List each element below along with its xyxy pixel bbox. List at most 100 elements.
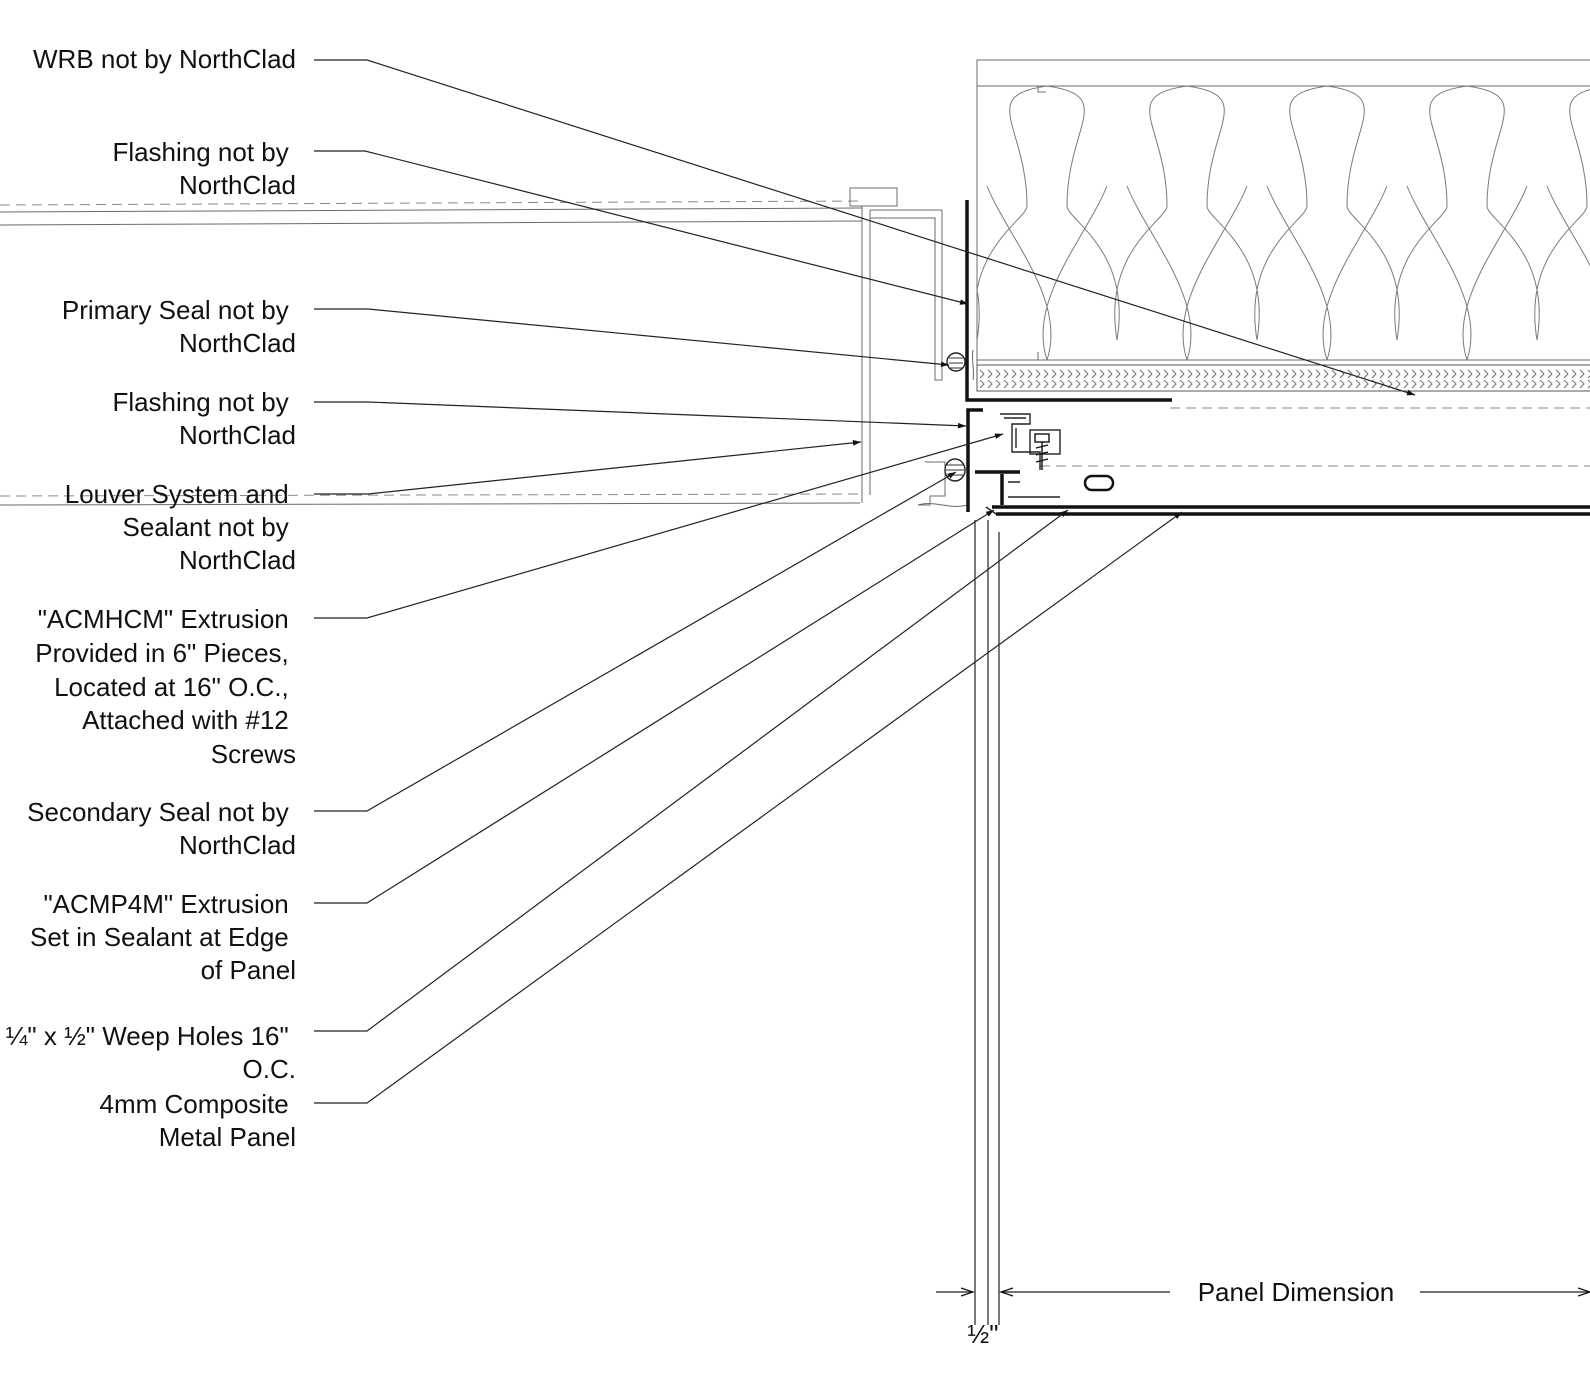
board-hatch-mark <box>1363 369 1369 389</box>
board-hatch-mark <box>1219 369 1225 389</box>
board-hatch-mark <box>1283 369 1289 389</box>
board-hatch-mark <box>1403 369 1409 389</box>
board-hatch-mark <box>1075 369 1081 389</box>
screw-icon <box>1034 433 1050 470</box>
board-hatch-mark <box>1483 369 1489 389</box>
sealants <box>944 349 975 482</box>
board-hatch-mark <box>1067 369 1073 389</box>
wrb-sealant-edge <box>971 349 975 381</box>
rigid-board <box>976 364 1590 392</box>
board-hatch-mark <box>1563 369 1569 389</box>
leader-flashing-top <box>314 150 969 305</box>
batt-lower-lobe <box>1462 185 1590 360</box>
board-hatch-mark <box>1203 369 1209 389</box>
leader-weep <box>314 509 1069 1032</box>
leader-panel <box>314 511 1183 1104</box>
leader-secondary-seal <box>314 471 957 812</box>
leader-primary-seal <box>314 308 950 368</box>
board-hatch-mark <box>1323 369 1329 389</box>
batt-lower-lobe <box>1182 185 1332 360</box>
board-hatch-mark <box>1307 369 1313 389</box>
acmhcm-extrusion-inner <box>1004 417 1026 448</box>
board-hatch-mark <box>1587 369 1590 389</box>
leader-flashing-mid <box>314 401 967 429</box>
label-panel: 4mm Composite Metal Panel <box>99 1089 296 1152</box>
board-hatch-mark <box>1099 369 1105 389</box>
board-hatch-mark <box>1115 369 1121 389</box>
board-hatch-mark <box>1579 369 1585 389</box>
board-hatch-mark <box>1315 369 1321 389</box>
insulation-assembly <box>976 59 1590 467</box>
louver-line-1 <box>0 207 863 213</box>
board-hatch-mark <box>1443 369 1449 389</box>
weep-hole <box>1083 474 1115 492</box>
board-hatch-mark <box>1171 369 1177 389</box>
leader-wrb <box>314 59 1416 396</box>
board-hatch-mark <box>1299 369 1305 389</box>
extrusions <box>975 413 1590 516</box>
label-weep: ¼" x ½" Weep Holes 16" O.C. <box>6 1021 296 1084</box>
louver-dashed-top <box>0 200 863 206</box>
board-hatch-mark <box>1395 369 1401 389</box>
batt-upper-lobe <box>1254 86 1400 341</box>
board-hatch-mark <box>1555 369 1561 389</box>
primary-seal-hatch <box>949 357 963 369</box>
frame-sill <box>918 461 946 506</box>
frame-head <box>870 209 943 381</box>
board-hatch-mark <box>1435 369 1441 389</box>
board-hatch-mark <box>1267 369 1273 389</box>
board-hatch-mark <box>1011 369 1017 389</box>
board-hatch-mark <box>1347 369 1353 389</box>
board-hatch-mark <box>1275 369 1281 389</box>
batt-upper-lobe <box>1394 86 1540 341</box>
batt-upper-lobe <box>1114 86 1260 341</box>
board-hatch-mark <box>1523 369 1529 389</box>
board-hatch-mark <box>1195 369 1201 389</box>
board-hatch-mark <box>1451 369 1457 389</box>
batt-upper-lobe <box>1534 89 1590 341</box>
board-hatch-mark <box>1291 369 1297 389</box>
lower-flashing <box>966 408 983 512</box>
board-hatch-mark <box>1379 369 1385 389</box>
board-hatch-mark <box>1051 369 1057 389</box>
label-wrb: WRB not by NorthClad <box>33 44 296 74</box>
label-secondary-seal: Secondary Seal not by NorthClad <box>27 797 296 860</box>
board-hatch-mark <box>1059 369 1065 389</box>
batt-upper-lobe <box>977 86 1120 341</box>
board-hatch-mark <box>979 369 985 389</box>
board-hatch-mark <box>987 369 993 389</box>
board-hatch-mark <box>1003 369 1009 389</box>
batt-lower-lobe <box>1042 185 1192 360</box>
board-hatch-mark <box>1507 369 1513 389</box>
flashing <box>965 200 1172 512</box>
upper-flashing <box>965 200 1172 402</box>
board-hatch-mark <box>1251 369 1257 389</box>
board-hatch-mark <box>1499 369 1505 389</box>
label-gap-dimension: ½" <box>968 1319 999 1349</box>
acmp4m-flanges <box>1008 481 1060 498</box>
louver-frame <box>0 187 969 507</box>
board-hatch-mark <box>1035 369 1041 389</box>
board-hatch-mark <box>1123 369 1129 389</box>
callout-labels: WRB not by NorthClad Flashing not by Nor… <box>6 44 1395 1349</box>
frame-cap <box>849 187 898 207</box>
sheathing-top <box>976 59 1590 87</box>
board-hatch-mark <box>1259 369 1265 389</box>
board-hatch-mark <box>1419 369 1425 389</box>
board-hatch-mark <box>1459 369 1465 389</box>
board-hatch-mark <box>1235 369 1241 389</box>
board-hatch-mark <box>1531 369 1537 389</box>
board-hatch-mark <box>1147 369 1153 389</box>
board-hatch-mark <box>1539 369 1545 389</box>
batt-lower-lobe <box>1322 185 1472 360</box>
board-hatch-mark <box>1131 369 1137 389</box>
board-hatch-mark <box>1107 369 1113 389</box>
board-hatch-mark <box>1139 369 1145 389</box>
leader-lines <box>314 59 1416 1104</box>
board-hatch-mark <box>1427 369 1433 389</box>
louver-line-2 <box>0 220 863 226</box>
label-panel-dimension: Panel Dimension <box>1198 1277 1395 1307</box>
board-hatch-mark <box>1467 369 1473 389</box>
acmhcm-clip <box>1029 429 1061 455</box>
